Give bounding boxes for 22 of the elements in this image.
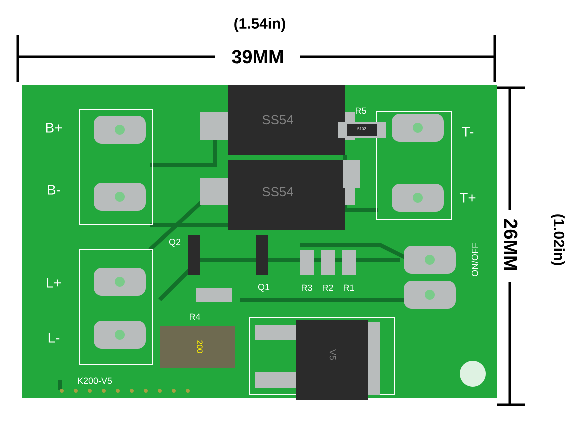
terminal-label: L+ — [47, 278, 62, 288]
component-label: R3 — [302, 284, 312, 292]
diode-marking: SS54 — [262, 187, 294, 197]
component-label: R1 — [344, 284, 354, 292]
terminal-label: B+ — [46, 123, 62, 133]
terminal-label: ON/OFF — [472, 243, 478, 276]
mosfet-marking: V5 — [330, 350, 336, 360]
component-label: Q2 — [169, 239, 181, 247]
terminal-label: B- — [48, 185, 60, 195]
dimension-label: (1.02in) — [551, 214, 565, 266]
component-label: Q1 — [258, 284, 270, 292]
component-label: R5 — [356, 108, 366, 114]
dimension-label: 39MM — [232, 50, 284, 64]
terminal-label: T+ — [460, 193, 476, 203]
diode-marking: SS54 — [262, 115, 294, 125]
board-marking: K200-V5 — [78, 378, 112, 384]
terminal-label: L- — [48, 333, 60, 343]
component-label: R2 — [323, 284, 334, 292]
dimension-label: 26MM — [504, 219, 518, 270]
terminal-label: T- — [462, 127, 474, 137]
component-label: R4 — [190, 314, 200, 320]
dimension-label: (1.54in) — [234, 18, 286, 32]
